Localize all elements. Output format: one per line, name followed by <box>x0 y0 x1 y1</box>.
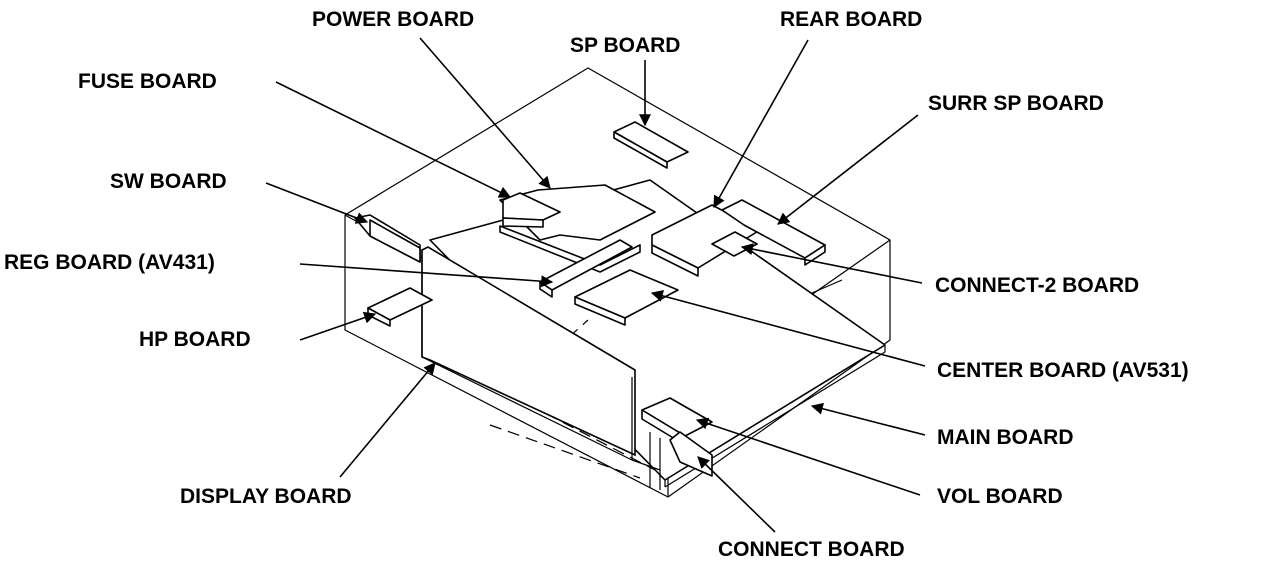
label-rear-board: REAR BOARD <box>780 8 922 31</box>
label-reg-board: REG BOARD (AV431) <box>4 251 215 274</box>
leader-vol-board <box>695 417 921 496</box>
label-power-board: POWER BOARD <box>312 8 474 31</box>
leader-reg-board <box>299 263 554 288</box>
leader-power-board <box>419 37 551 189</box>
label-connect-board: CONNECT BOARD <box>718 538 905 561</box>
leader-center-board <box>650 289 926 367</box>
leader-main-board <box>810 402 926 436</box>
leader-surr-sp-board <box>777 114 919 225</box>
label-fuse-board: FUSE BOARD <box>78 70 217 93</box>
label-vol-board: VOL BOARD <box>937 485 1063 508</box>
leader-connect2-board <box>740 243 923 284</box>
label-main-board: MAIN BOARD <box>937 426 1074 449</box>
leader-display-board <box>339 362 436 478</box>
label-center-board: CENTER BOARD (AV531) <box>937 359 1189 382</box>
leader-rear-board <box>713 39 809 209</box>
label-connect2-board: CONNECT-2 BOARD <box>935 274 1139 297</box>
labels: POWER BOARD REAR BOARD SP BOARD FUSE BOA… <box>4 8 1189 561</box>
label-surr-sp-board: SURR SP BOARD <box>928 92 1104 115</box>
label-hp-board: HP BOARD <box>139 328 251 351</box>
leader-connect-board <box>697 456 776 533</box>
leader-fuse-board <box>275 81 512 198</box>
label-sp-board: SP BOARD <box>570 34 680 57</box>
display-board-shape <box>421 246 661 490</box>
label-sw-board: SW BOARD <box>110 170 227 193</box>
leader-sw-board <box>265 182 369 224</box>
label-display-board: DISPLAY BOARD <box>180 485 352 508</box>
leader-lines <box>265 37 926 533</box>
top-boards <box>354 121 826 477</box>
leader-hp-board <box>299 311 377 341</box>
